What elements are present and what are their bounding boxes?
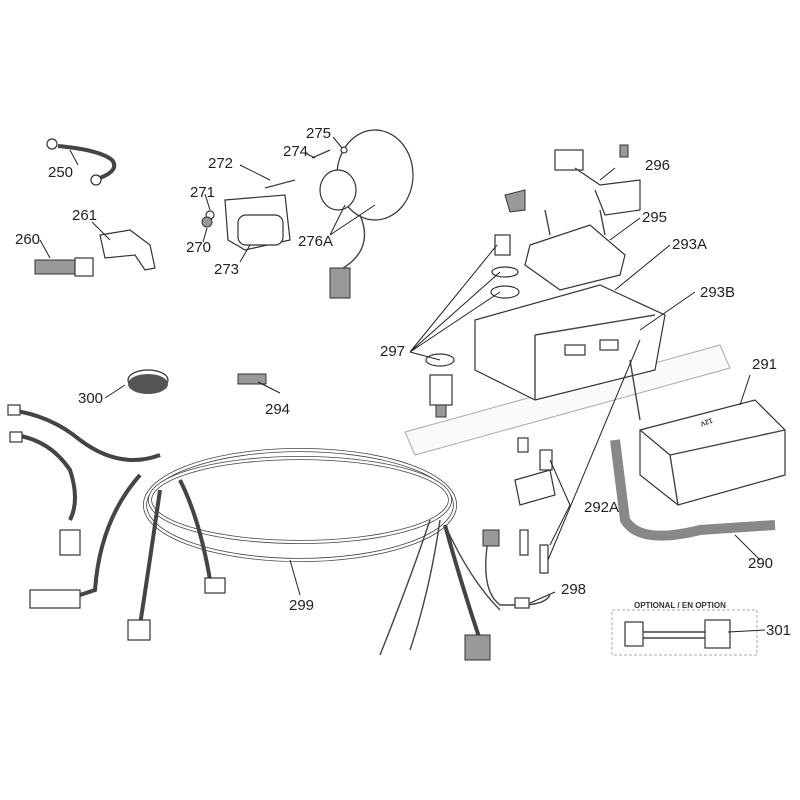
sensor-lead-298 [482,529,551,609]
label-291: 291 [752,356,778,373]
label-294: 294 [265,401,291,418]
label-299: 299 [289,597,315,614]
wiring-harness-299 [7,404,501,661]
label-296: 296 [645,157,671,174]
stator-276a [311,129,414,299]
label-301: 301 [766,622,792,639]
battery-tray-293 [474,284,666,421]
optional-box-title: OPTIONAL / EN OPTION [634,601,726,610]
label-292a: 292A [584,499,620,516]
label-250: 250 [48,164,74,181]
module-295 [524,209,626,291]
ignition-coil-273 [201,179,296,251]
spark-plug-260 [34,257,94,277]
label-297: 297 [380,343,406,360]
battery-strap-290 [610,439,776,541]
clamps-292a [514,437,556,574]
ground-cable-250 [46,138,117,186]
label-261: 261 [72,207,98,224]
label-293b: 293B [700,284,736,301]
label-276a: 276A [298,233,334,250]
label-270: 270 [186,239,212,256]
label-293a: 293A [672,236,708,253]
leader-lines [39,136,766,633]
plug-cap-261 [99,229,156,271]
label-274: 274 [283,143,309,160]
label-295: 295 [642,209,668,226]
label-260: 260 [15,231,41,248]
fuse-294 [237,373,267,385]
regulator-296 [554,144,641,216]
label-273: 273 [214,261,240,278]
label-298: 298 [561,581,587,598]
label-300: 300 [78,390,104,407]
label-290: 290 [748,555,774,572]
label-275: 275 [306,125,332,142]
label-272: 272 [208,155,234,172]
battery-291 [639,399,786,506]
label-271: 271 [190,184,216,201]
optional-box [611,609,758,656]
tape-300 [127,369,169,394]
